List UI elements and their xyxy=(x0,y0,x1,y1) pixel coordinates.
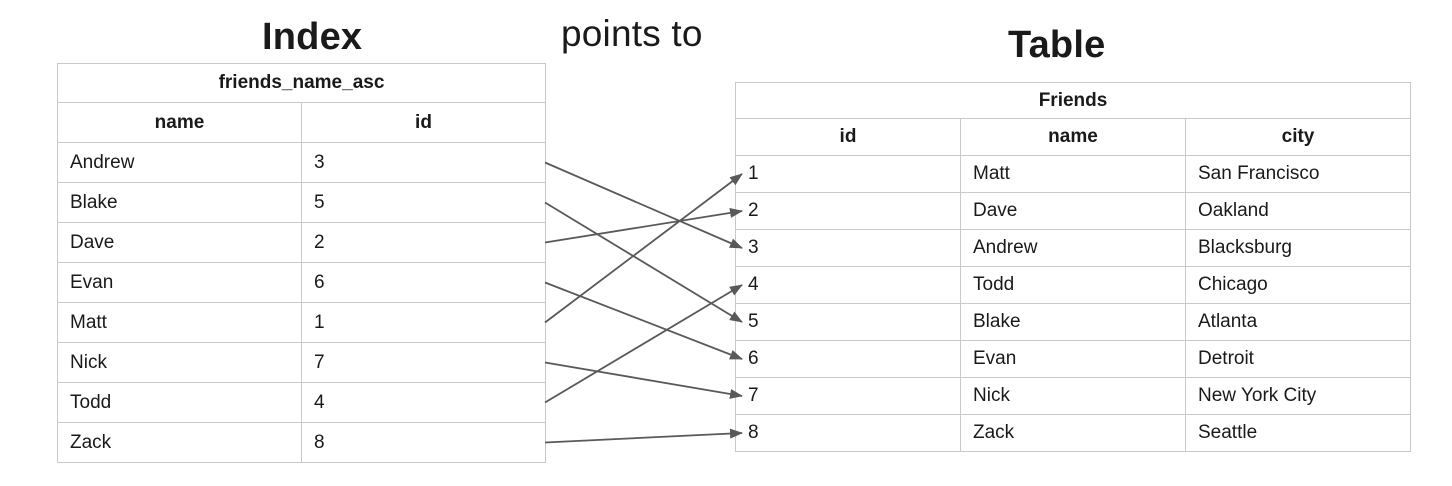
friends-city-cell: Atlanta xyxy=(1185,303,1411,341)
index-name-cell: Evan xyxy=(57,262,302,303)
index-row: Todd 4 xyxy=(57,382,546,423)
arrow-evan-to-id-6 xyxy=(544,281,743,360)
index-row: Evan 6 xyxy=(57,262,546,303)
friends-id-cell: 7 xyxy=(735,377,961,415)
friends-id-cell: 8 xyxy=(735,414,961,452)
index-table-title: friends_name_asc xyxy=(57,63,546,103)
index-id-cell: 2 xyxy=(301,222,546,263)
index-table-header-row: name id xyxy=(57,102,546,143)
table-section-title: Table xyxy=(1008,24,1106,66)
friends-row: 2 Dave Oakland xyxy=(735,192,1411,230)
index-col-header-name: name xyxy=(57,102,302,143)
index-row: Matt 1 xyxy=(57,302,546,343)
index-row: Nick 7 xyxy=(57,342,546,383)
friends-name-cell: Blake xyxy=(960,303,1186,341)
index-name-cell: Todd xyxy=(57,382,302,423)
friends-name-cell: Andrew xyxy=(960,229,1186,267)
index-name-cell: Nick xyxy=(57,342,302,383)
friends-name-cell: Matt xyxy=(960,155,1186,193)
friends-name-cell: Nick xyxy=(960,377,1186,415)
index-row: Andrew 3 xyxy=(57,142,546,183)
points-to-label: points to xyxy=(561,13,703,54)
friends-col-header-name: name xyxy=(960,118,1186,156)
friends-row: 1 Matt San Francisco xyxy=(735,155,1411,193)
arrow-todd-to-id-4 xyxy=(544,284,743,404)
friends-table-title-row: Friends xyxy=(735,82,1411,119)
index-row: Blake 5 xyxy=(57,182,546,223)
friends-name-cell: Evan xyxy=(960,340,1186,378)
friends-id-cell: 3 xyxy=(735,229,961,267)
arrow-dave-to-id-2 xyxy=(544,207,743,244)
arrow-nick-to-id-7 xyxy=(544,361,743,399)
index-row: Zack 8 xyxy=(57,422,546,463)
friends-table-title: Friends xyxy=(735,82,1411,119)
friends-row: 6 Evan Detroit xyxy=(735,340,1411,378)
friends-id-cell: 5 xyxy=(735,303,961,341)
friends-city-cell: Chicago xyxy=(1185,266,1411,304)
friends-name-cell: Zack xyxy=(960,414,1186,452)
friends-name-cell: Todd xyxy=(960,266,1186,304)
friends-city-cell: Detroit xyxy=(1185,340,1411,378)
friends-city-cell: Seattle xyxy=(1185,414,1411,452)
index-name-cell: Andrew xyxy=(57,142,302,183)
friends-id-cell: 2 xyxy=(735,192,961,230)
index-id-cell: 1 xyxy=(301,302,546,343)
index-id-cell: 3 xyxy=(301,142,546,183)
index-row: Dave 2 xyxy=(57,222,546,263)
friends-row: 4 Todd Chicago xyxy=(735,266,1411,304)
friends-row: 8 Zack Seattle xyxy=(735,414,1411,452)
index-section-title: Index xyxy=(262,16,363,58)
index-id-cell: 7 xyxy=(301,342,546,383)
arrow-matt-to-id-1 xyxy=(544,173,743,324)
index-name-cell: Zack xyxy=(57,422,302,463)
index-id-cell: 5 xyxy=(301,182,546,223)
arrow-blake-to-id-5 xyxy=(544,201,743,323)
friends-id-cell: 1 xyxy=(735,155,961,193)
index-name-cell: Dave xyxy=(57,222,302,263)
index-id-cell: 4 xyxy=(301,382,546,423)
friends-city-cell: Oakland xyxy=(1185,192,1411,230)
index-col-header-id: id xyxy=(301,102,546,143)
index-id-cell: 6 xyxy=(301,262,546,303)
friends-name-cell: Dave xyxy=(960,192,1186,230)
friends-table: Friends id name city 1 Matt San Francisc… xyxy=(735,82,1411,452)
index-table-title-row: friends_name_asc xyxy=(57,63,546,103)
friends-city-cell: Blacksburg xyxy=(1185,229,1411,267)
friends-row: 7 Nick New York City xyxy=(735,377,1411,415)
arrow-andrew-to-id-3 xyxy=(544,161,743,249)
friends-col-header-city: city xyxy=(1185,118,1411,156)
friends-row: 5 Blake Atlanta xyxy=(735,303,1411,341)
friends-col-header-id: id xyxy=(735,118,961,156)
index-name-cell: Blake xyxy=(57,182,302,223)
index-id-cell: 8 xyxy=(301,422,546,463)
friends-table-header-row: id name city xyxy=(735,118,1411,156)
friends-row: 3 Andrew Blacksburg xyxy=(735,229,1411,267)
arrow-zack-to-id-8 xyxy=(544,428,743,444)
friends-id-cell: 4 xyxy=(735,266,961,304)
index-name-cell: Matt xyxy=(57,302,302,343)
friends-id-cell: 6 xyxy=(735,340,961,378)
index-table: friends_name_asc name id Andrew 3 Blake … xyxy=(57,63,546,463)
friends-city-cell: New York City xyxy=(1185,377,1411,415)
friends-city-cell: San Francisco xyxy=(1185,155,1411,193)
